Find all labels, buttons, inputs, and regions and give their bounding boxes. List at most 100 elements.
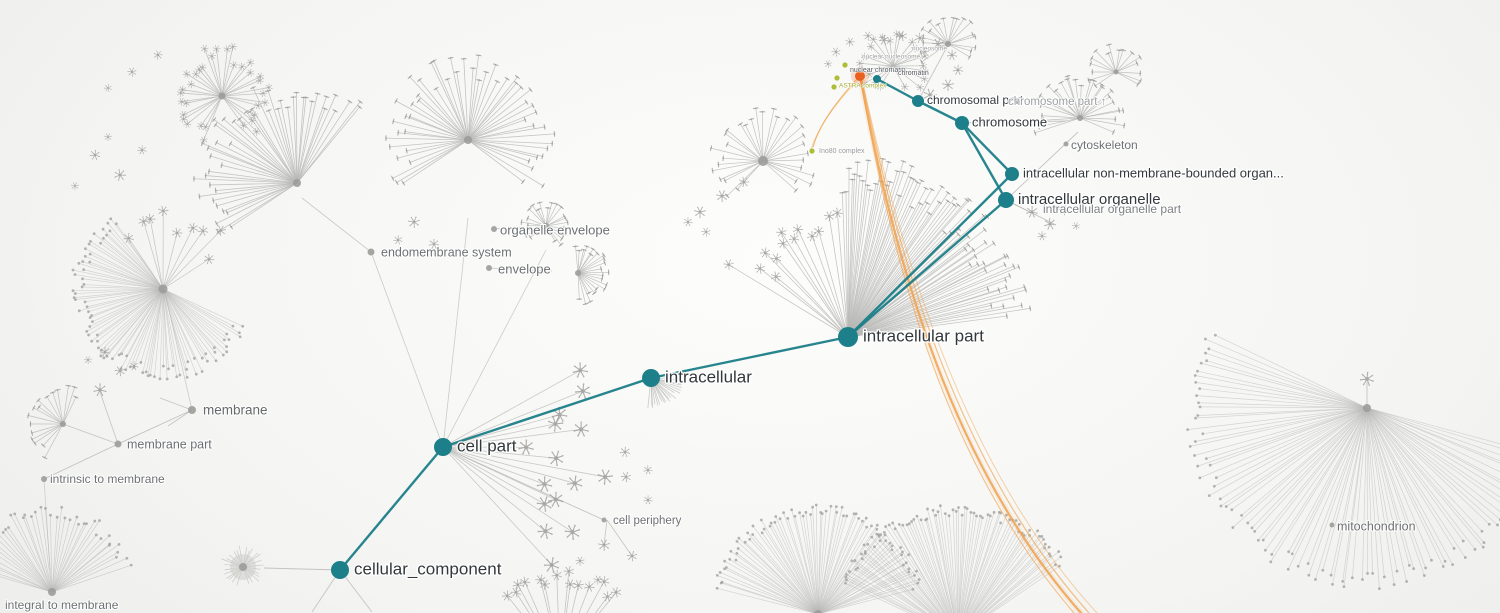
leaf-node[interactable]: [1057, 550, 1061, 553]
leaf-node[interactable]: [87, 242, 91, 246]
term-node[interactable]: [814, 610, 822, 613]
label-intracellular-organelle-part[interactable]: intracellular organelle part: [1042, 201, 1183, 217]
leaf-node[interactable]: [769, 521, 773, 525]
leaf-node[interactable]: [1198, 387, 1202, 391]
leaf-node[interactable]: [1042, 537, 1045, 541]
leaf-flower-node[interactable]: [264, 83, 273, 92]
leaf-node[interactable]: [938, 504, 942, 508]
leaf-node[interactable]: [587, 300, 594, 304]
leaf-node[interactable]: [806, 150, 809, 157]
leaf-node[interactable]: [896, 194, 903, 198]
leaf-flower-node[interactable]: [952, 64, 964, 75]
leaf-node[interactable]: [982, 227, 987, 233]
leaf-node[interactable]: [1441, 565, 1445, 568]
leaf-node[interactable]: [1040, 535, 1044, 538]
leaf-node[interactable]: [1395, 569, 1399, 573]
leaf-node[interactable]: [1138, 54, 1142, 60]
leaf-node[interactable]: [840, 505, 844, 509]
leaf-node[interactable]: [760, 531, 764, 535]
node-chromosome[interactable]: [955, 116, 969, 130]
leaf-node[interactable]: [967, 54, 972, 60]
leaf-node[interactable]: [227, 338, 231, 342]
leaf-node[interactable]: [1371, 571, 1375, 575]
leaf-flower-node[interactable]: [860, 52, 869, 61]
leaf-flower-node[interactable]: [793, 224, 804, 235]
leaf-node[interactable]: [49, 513, 52, 517]
leaf-node[interactable]: [396, 155, 399, 161]
leaf-node[interactable]: [973, 253, 978, 260]
leaf-flower-node[interactable]: [643, 495, 653, 505]
leaf-flower-node[interactable]: [223, 45, 232, 54]
leaf-node[interactable]: [1212, 484, 1216, 488]
leaf-node[interactable]: [981, 516, 984, 520]
leaf-node[interactable]: [774, 515, 778, 518]
leaf-node[interactable]: [237, 116, 242, 122]
leaf-node[interactable]: [13, 512, 17, 516]
leaf-node[interactable]: [762, 527, 766, 531]
leaf-node[interactable]: [1331, 583, 1334, 586]
leaf-node[interactable]: [1038, 534, 1041, 538]
leaf-node[interactable]: [1482, 541, 1486, 544]
leaf-node[interactable]: [729, 549, 733, 553]
leaf-node[interactable]: [323, 95, 330, 99]
leaf-flower-node[interactable]: [916, 83, 924, 92]
node-intracellular_organelle[interactable]: [998, 192, 1014, 208]
leaf-node[interactable]: [1091, 69, 1094, 75]
leaf-node[interactable]: [95, 333, 99, 337]
leaf-node[interactable]: [554, 202, 560, 206]
node-label-intracellular_organelle[interactable]: intracellular organelle: [1017, 190, 1162, 210]
leaf-node[interactable]: [790, 508, 794, 512]
leaf-flower-node[interactable]: [920, 52, 929, 61]
leaf-flower-node[interactable]: [198, 63, 207, 71]
leaf-node[interactable]: [927, 28, 933, 34]
leaf-node[interactable]: [1463, 556, 1467, 559]
leaf-flower-node[interactable]: [246, 58, 255, 67]
leaf-flower-node[interactable]: [739, 176, 750, 188]
leaf-flower-node[interactable]: [896, 30, 907, 42]
leaf-node[interactable]: [80, 285, 84, 289]
leaf-node[interactable]: [774, 115, 781, 119]
leaf-node[interactable]: [549, 201, 555, 205]
leaf-node[interactable]: [74, 298, 77, 302]
leaf-node[interactable]: [27, 412, 30, 419]
leaf-flower-node[interactable]: [920, 67, 929, 75]
leaf-node[interactable]: [829, 504, 833, 508]
leaf-node[interactable]: [204, 352, 208, 356]
leaf-node[interactable]: [802, 157, 805, 163]
leaf-node[interactable]: [1139, 70, 1142, 77]
leaf-node[interactable]: [277, 99, 284, 102]
leaf-node[interactable]: [83, 254, 87, 258]
leaf-node[interactable]: [594, 286, 599, 292]
leaf-node[interactable]: [1412, 567, 1416, 571]
leaf-node[interactable]: [332, 93, 339, 97]
leaf-node[interactable]: [1002, 303, 1005, 310]
leaf-node[interactable]: [88, 260, 92, 264]
leaf-node[interactable]: [73, 273, 77, 276]
term-node[interactable]: [48, 588, 56, 596]
leaf-node[interactable]: [863, 550, 867, 553]
leaf-flower-node[interactable]: [519, 576, 531, 588]
leaf-node[interactable]: [88, 252, 92, 256]
leaf-flower-node[interactable]: [252, 128, 261, 136]
leaf-node[interactable]: [966, 208, 972, 214]
leaf-node[interactable]: [1207, 347, 1211, 351]
leaf-node[interactable]: [249, 106, 255, 111]
leaf-node[interactable]: [167, 367, 170, 371]
leaf-flower-node[interactable]: [428, 238, 440, 249]
leaf-node[interactable]: [415, 92, 421, 98]
leaf-node[interactable]: [521, 179, 526, 185]
leaf-node[interactable]: [514, 74, 520, 80]
label-chromosome-part[interactable]: chromosome part ↑: [1007, 95, 1107, 109]
leaf-node[interactable]: [793, 115, 799, 120]
node-label-intracellular_part[interactable]: intracellular part: [862, 325, 986, 347]
leaf-node[interactable]: [120, 352, 124, 356]
leaf-node[interactable]: [63, 516, 67, 520]
leaf-node[interactable]: [392, 118, 395, 125]
leaf-node[interactable]: [1240, 513, 1243, 517]
leaf-node[interactable]: [237, 331, 241, 335]
leaf-node[interactable]: [200, 370, 204, 373]
leaf-flower-node[interactable]: [208, 52, 216, 61]
leaf-node[interactable]: [1111, 99, 1115, 105]
leaf-node[interactable]: [322, 107, 328, 111]
leaf-node[interactable]: [737, 122, 743, 126]
